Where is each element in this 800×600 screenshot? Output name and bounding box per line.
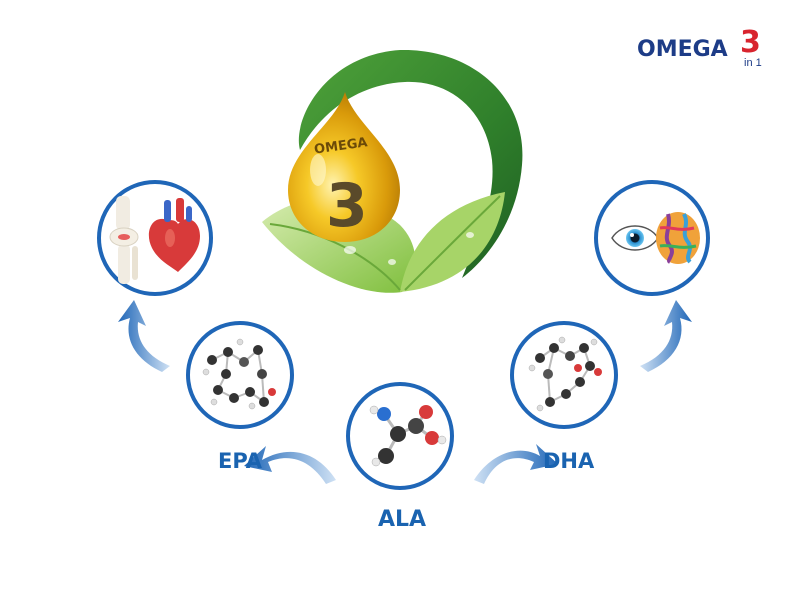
knee-joint-icon bbox=[109, 196, 139, 284]
circle-epa-molecule bbox=[186, 321, 294, 429]
circle-eye-brain bbox=[594, 180, 710, 296]
molecule-epa-atoms bbox=[202, 338, 276, 410]
circle-ring bbox=[186, 321, 294, 429]
circle-ring bbox=[510, 321, 618, 429]
circle-ala-molecule bbox=[346, 382, 454, 490]
arrow-epa-to-heart bbox=[118, 300, 170, 372]
drop-highlight bbox=[310, 154, 326, 186]
circle-heart-joint bbox=[97, 180, 213, 296]
drop-number: 3 bbox=[326, 171, 368, 241]
leaf-vein bbox=[269, 223, 401, 291]
brand-logo: OMEGA 3 in 1 bbox=[637, 25, 762, 69]
brand-word: OMEGA bbox=[637, 37, 728, 62]
label-epa: EPA bbox=[218, 449, 263, 473]
heart-icon bbox=[148, 198, 200, 272]
water-drop bbox=[466, 232, 474, 238]
arrow-dha-to-brain bbox=[640, 300, 692, 372]
circle-dha-molecule bbox=[510, 321, 618, 429]
molecule-dha-atoms bbox=[528, 336, 602, 412]
brand-suffix: in 1 bbox=[744, 57, 762, 69]
water-drop bbox=[344, 246, 356, 254]
arrow-ala-to-epa bbox=[244, 446, 336, 484]
drop-word: OMEGA bbox=[313, 135, 368, 157]
leaf-vein-right bbox=[404, 195, 501, 291]
arrows bbox=[118, 300, 692, 484]
central-emblem: OMEGA 3 bbox=[262, 49, 523, 293]
brain-icon bbox=[656, 212, 700, 264]
label-ala: ALA bbox=[378, 507, 426, 532]
oil-drop-icon bbox=[288, 92, 400, 242]
water-drop bbox=[388, 259, 396, 265]
arrow-ala-to-dha bbox=[474, 444, 558, 484]
label-dha: DHA bbox=[543, 449, 595, 473]
molecule-ala-atoms bbox=[369, 405, 447, 467]
brand-number: 3 bbox=[740, 25, 761, 60]
